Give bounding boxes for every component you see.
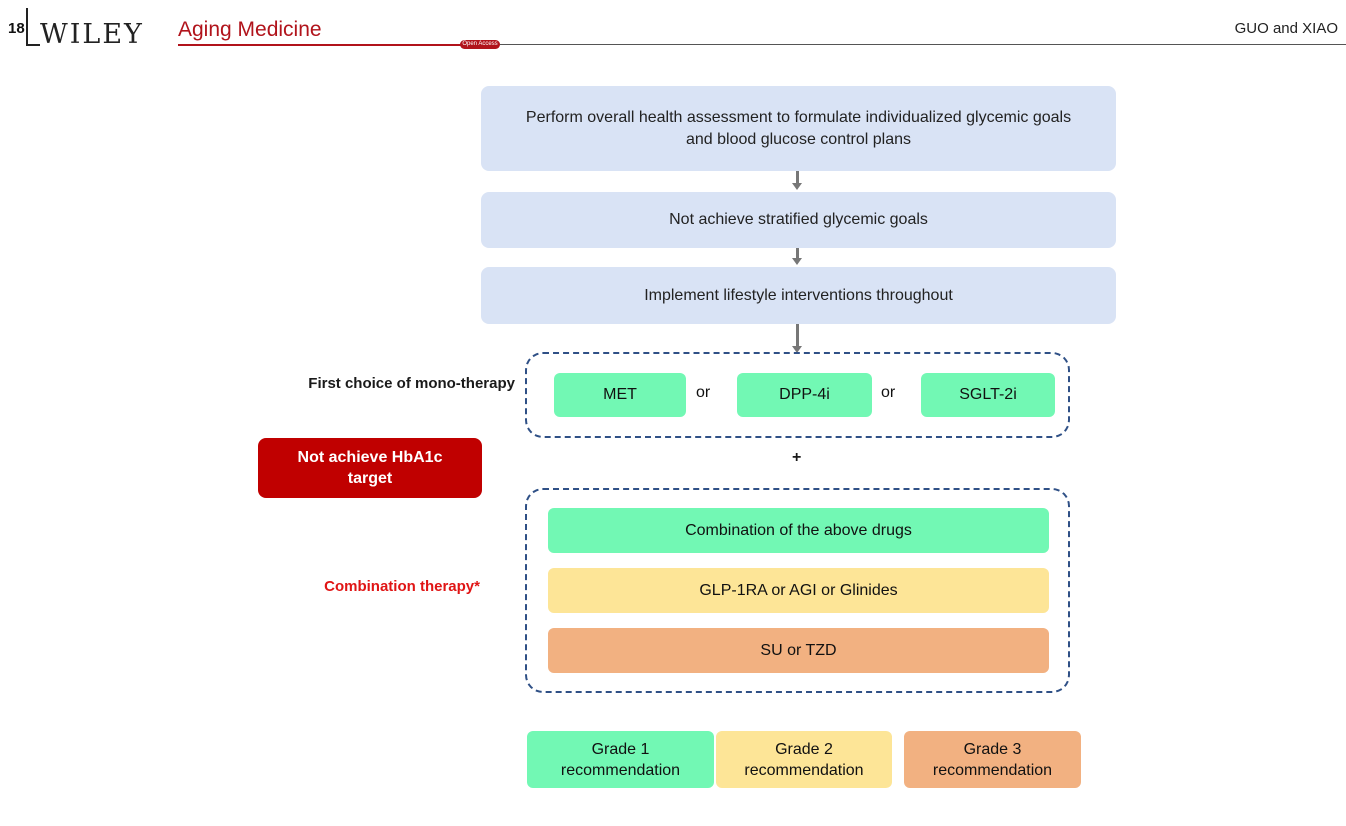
step-lifestyle-interventions-text: Implement lifestyle interventions throug… [644,286,953,304]
or-connector-1: or [696,384,711,401]
drug-sglt2i-label: SGLT-2i [959,386,1017,403]
journal-title: Aging Medicine [178,18,322,41]
combo-glp1ra-agi-glinides-label: GLP-1RA or AGI or Glinides [699,581,898,599]
arrow-3-line [796,324,799,348]
step-not-achieve-goals: Not achieve stratified glycemic goals [481,192,1116,248]
drug-met-label: MET [603,386,637,403]
legend-grade-2: Grade 2 recommendation [716,731,892,788]
mono-therapy-group [525,352,1070,438]
hba1c-target-alert: Not achieve HbA1c target [258,438,482,498]
combination-therapy-group [525,488,1070,693]
header-tick-mark [26,8,28,46]
combo-above-drugs-label: Combination of the above drugs [685,521,912,539]
hba1c-target-alert-text: Not achieve HbA1c target [297,449,443,487]
arrow-1-line [796,171,799,185]
combo-su-tzd-label: SU or TZD [760,641,837,659]
step-health-assessment: Perform overall health assessment to for… [481,86,1116,171]
header-tick-base [26,44,40,46]
step-health-assessment-text: Perform overall health assessment to for… [525,108,1072,148]
legend-grade-3-label: Grade 3 recommendation [932,740,1053,779]
header-rule [500,44,1346,45]
plus-sign: + [792,449,802,466]
or-connector-2: or [881,384,896,401]
combo-su-tzd: SU or TZD [548,628,1049,673]
legend-grade-3: Grade 3 recommendation [904,731,1081,788]
combo-above-drugs: Combination of the above drugs [548,508,1049,553]
step-lifestyle-interventions: Implement lifestyle interventions throug… [481,267,1116,324]
drug-met: MET [554,373,686,417]
open-access-badge: Open Access [460,40,500,49]
legend-grade-1: Grade 1 recommendation [527,731,714,788]
legend-grade-1-label: Grade 1 recommendation [560,740,681,779]
arrow-3-head [792,346,802,353]
drug-sglt2i: SGLT-2i [921,373,1055,417]
arrow-2-line [796,248,799,260]
journal-underline [178,44,468,46]
drug-dpp4i-label: DPP-4i [779,386,830,403]
drug-dpp4i: DPP-4i [737,373,872,417]
page-number: 18 [8,20,25,37]
arrow-1-head [792,183,802,190]
combo-glp1ra-agi-glinides: GLP-1RA or AGI or Glinides [548,568,1049,613]
mono-therapy-label: First choice of mono-therapy [308,375,515,392]
step-not-achieve-goals-text: Not achieve stratified glycemic goals [669,211,928,228]
publisher-logo: WILEY [40,19,144,50]
combination-therapy-label: Combination therapy* [324,578,480,595]
running-head-authors: GUO and XIAO [1234,20,1338,37]
legend-grade-2-label: Grade 2 recommendation [744,740,864,779]
arrow-2-head [792,258,802,265]
